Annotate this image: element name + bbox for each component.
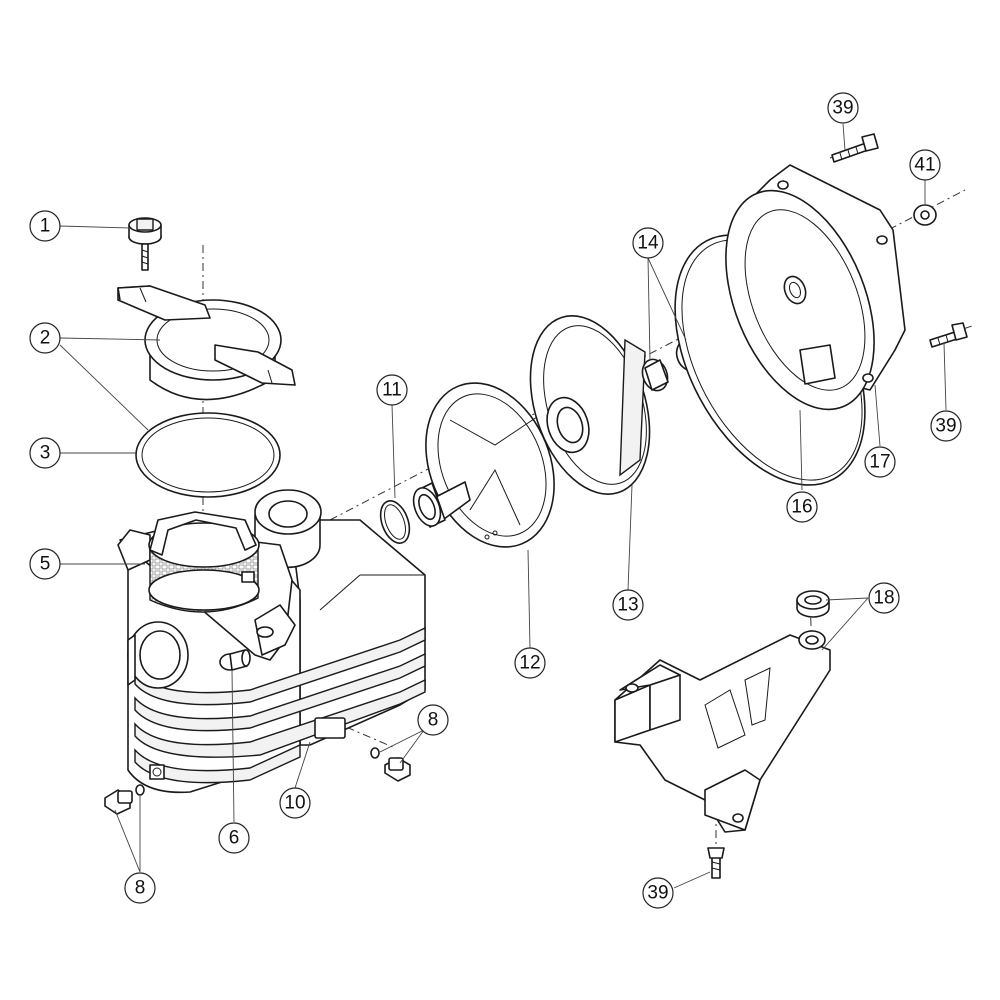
callout-8-right: 8 (417, 704, 449, 736)
callout-39-bottom: 39 (642, 877, 674, 909)
diffuser (412, 382, 555, 548)
callout-12: 12 (514, 647, 546, 679)
callout-16: 16 (786, 491, 818, 523)
shaft-seal (641, 358, 669, 392)
bolt-top (831, 133, 879, 163)
drain-plug-left (104, 784, 145, 815)
washer (913, 204, 937, 226)
callout-label: 8 (135, 878, 146, 899)
housing-plug (219, 649, 251, 671)
bolt-right (929, 322, 968, 348)
callout-17: 17 (864, 446, 896, 478)
callout-39-top: 39 (827, 92, 859, 124)
callout-label: 1 (40, 216, 51, 237)
callout-label: 5 (40, 554, 51, 575)
leader-lines (59, 123, 947, 889)
seal-plate (725, 164, 906, 411)
callout-label: 39 (647, 883, 668, 904)
callout-label: 39 (935, 416, 956, 437)
diffuser-o-ring (379, 500, 411, 544)
bolt-bottom (707, 847, 725, 879)
callout-14: 14 (632, 227, 664, 259)
callout-label: 11 (382, 380, 402, 401)
motor-support (614, 630, 831, 833)
callout-label: 18 (873, 588, 894, 609)
callout-label: 16 (791, 497, 812, 518)
callout-41: 41 (909, 149, 941, 181)
callout-39-right: 39 (930, 410, 962, 442)
callout-label: 14 (637, 233, 659, 254)
callout-8-left: 8 (124, 872, 156, 904)
callout-5: 5 (29, 548, 61, 580)
callout-18: 18 (868, 582, 900, 614)
callout-11: 11 (376, 374, 408, 406)
callout-2: 2 (29, 322, 61, 354)
lid-o-ring (135, 412, 281, 498)
callout-label: 39 (832, 98, 853, 119)
callout-label: 12 (519, 653, 540, 674)
callout-label: 17 (869, 452, 890, 473)
callout-6: 6 (218, 822, 250, 854)
callout-label: 3 (40, 443, 51, 464)
callout-13: 13 (612, 589, 644, 621)
motor-support-grommet (796, 590, 830, 618)
callout-label: 10 (284, 793, 305, 814)
callout-label: 41 (914, 155, 935, 176)
impeller (529, 315, 651, 495)
callout-10: 10 (279, 787, 311, 819)
strainer-basket (148, 511, 260, 613)
callout-label: 2 (40, 328, 51, 349)
callout-1: 1 (29, 210, 61, 242)
callout-label: 8 (428, 710, 439, 731)
callout-label: 6 (229, 828, 240, 849)
strainer-lid (117, 285, 296, 401)
drain-plug-right (370, 747, 411, 782)
callout-3: 3 (29, 437, 61, 469)
callout-label: 13 (617, 595, 638, 616)
lid-knob (128, 217, 162, 271)
